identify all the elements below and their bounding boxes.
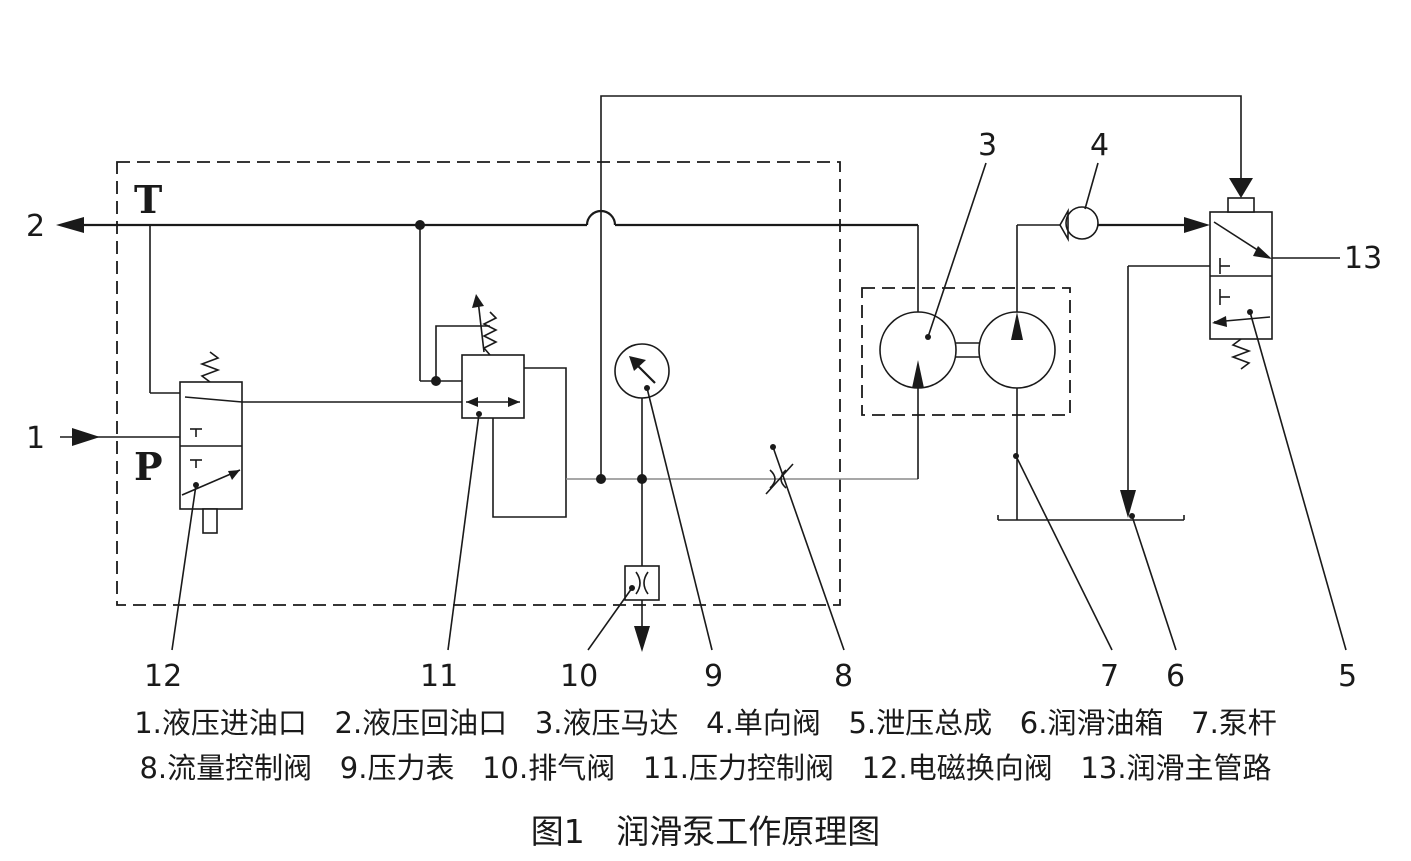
return-line [56, 209, 919, 325]
port-label-t: T [134, 177, 162, 222]
callout-2: 2 [26, 209, 45, 244]
lubrication-pump [978, 224, 1060, 520]
tank-port-line [149, 225, 180, 394]
pressure-relief-assembly [1209, 197, 1273, 370]
lubricant-reservoir [997, 265, 1210, 521]
callout-1: 1 [26, 421, 45, 456]
bleed-valve [624, 479, 660, 652]
solenoid-directional-valve [179, 351, 243, 534]
pressure-line [566, 95, 1253, 484]
inlet-line [60, 428, 180, 446]
legend-row-1: 1.液压进油口 2.液压回油口 3.液压马达 4.单向阀 5.泄压总成 6.润滑… [134, 706, 1277, 740]
callout-8: 8 [834, 659, 853, 694]
hydraulic-motor [879, 311, 957, 389]
pressure-control-valve [419, 225, 567, 518]
leader-lines [171, 162, 1347, 651]
callout-13: 13 [1344, 241, 1382, 276]
flow-control-valve [765, 463, 794, 495]
control-block-boundary [116, 161, 841, 606]
callout-12: 12 [144, 659, 182, 694]
port-label-p: P [134, 444, 163, 489]
callout-7: 7 [1100, 659, 1119, 694]
callout-6: 6 [1166, 659, 1185, 694]
callout-5: 5 [1338, 659, 1357, 694]
motor-pump-boundary [861, 287, 1071, 416]
check-valve [1059, 206, 1210, 243]
callout-11: 11 [420, 659, 458, 694]
callout-4: 4 [1090, 128, 1109, 163]
figure-caption: 图1 润滑泵工作原理图 [530, 812, 881, 851]
pressure-gauge [614, 343, 670, 479]
callout-10: 10 [560, 659, 598, 694]
callout-9: 9 [704, 659, 723, 694]
legend-row-2: 8.流量控制阀 9.压力表 10.排气阀 11.压力控制阀 12.电磁换向阀 1… [139, 751, 1272, 785]
callout-3: 3 [978, 128, 997, 163]
